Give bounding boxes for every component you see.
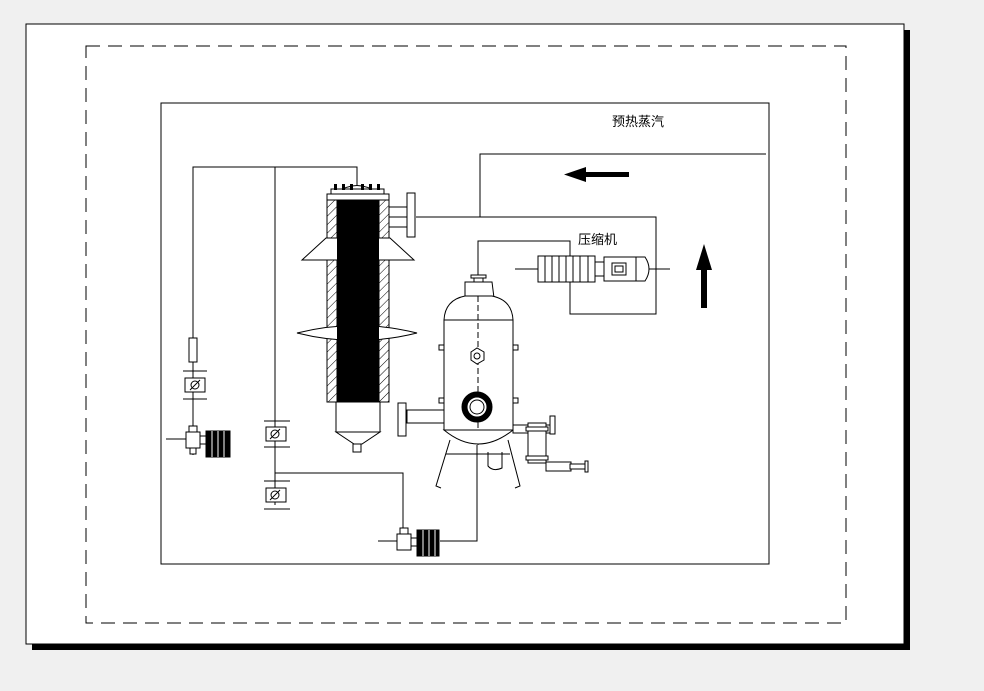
- valve-mid-lower: [264, 480, 290, 510]
- print-boundary: [85, 45, 847, 624]
- separator-vessel: [397, 274, 589, 489]
- steam-flow-arrow: [564, 167, 629, 182]
- pump-bottom: [396, 527, 440, 557]
- rotameter: [188, 337, 198, 363]
- valve-mid-upper: [264, 420, 290, 448]
- preheat-steam-label: 预热蒸汽: [612, 115, 664, 130]
- valve-left-upper: [183, 370, 207, 400]
- vapor-flow-arrow: [696, 244, 712, 308]
- heat-exchanger-column: [296, 184, 418, 453]
- compressor-label: 压缩机: [578, 232, 617, 248]
- compressor: [537, 255, 650, 283]
- drawing-frame: [160, 102, 770, 565]
- pump-left: [185, 425, 231, 458]
